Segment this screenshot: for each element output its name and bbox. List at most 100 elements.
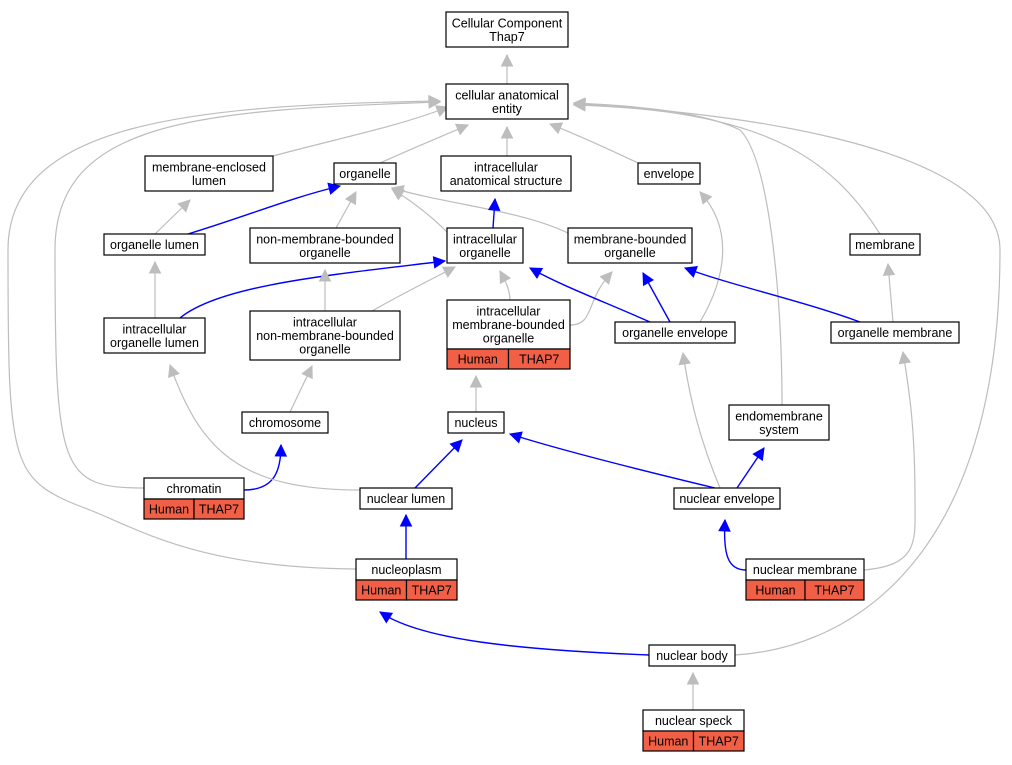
edge-arrowhead [508,431,523,444]
node-label-line: intracellular [293,316,357,330]
edge-nbody-to-nplasm [379,611,650,656]
node-box [447,411,505,434]
edge-line [699,191,724,323]
node-omem[interactable]: organelle membrane [830,321,960,344]
edge-arrowhead [718,518,731,532]
edge-nlum-to-nuc [414,439,463,489]
node-label-line: nuclear envelope [679,492,774,506]
edge-arrowhead [301,364,313,380]
node-orglum[interactable]: organelle lumen [103,233,206,256]
node-label-line: organelle [299,343,350,357]
node-nbody[interactable]: nuclear body [648,644,736,667]
edge-arrowhead [318,268,332,282]
edge-nplasm-to-cae [7,94,442,570]
node-label-line: anatomical structure [450,174,563,188]
edge-orglum-to-mel [154,199,191,235]
node-box [637,162,701,185]
gene-label: THAP7 [199,503,239,517]
edge-iol-to-io [179,256,447,319]
node-inmbo[interactable]: intracellularnon-membrane-boundedorganel… [249,310,401,361]
edge-org-to-cae [379,123,470,164]
node-label-line: organelle envelope [622,326,728,340]
edge-line [187,185,341,235]
gene-cell [692,730,745,752]
edge-line [371,266,456,312]
edge-arrowhead [432,256,447,269]
node-label-line: lumen [192,174,226,188]
gene-cell [193,498,245,520]
node-nuc[interactable]: nucleus [447,411,505,434]
edge-mel-to-cae [272,105,450,157]
node-nenv[interactable]: nuclear envelope [673,487,781,510]
node-imbo[interactable]: intracellularmembrane-boundedorganelleHu… [446,299,571,370]
edge-cae-to-cc [500,53,514,84]
node-label-line: organelle [299,246,350,260]
node-box [567,227,693,264]
node-label-line: organelle [483,332,534,346]
node-label-line: organelle membrane [838,326,953,340]
gene-label: THAP7 [519,353,559,367]
node-org[interactable]: organelle [333,162,397,185]
node-label-line: Cellular Component [452,16,563,30]
node-box [614,321,736,344]
edge-line [379,611,650,656]
edge-arrowhead [435,105,450,118]
node-box [103,317,206,354]
edge-arrowhead [599,271,613,285]
edge-line [54,101,441,489]
edge-arrowhead [529,267,544,280]
edge-arrowhead [548,122,564,135]
node-nlum[interactable]: nuclear lumen [359,487,453,510]
species-label: Human [648,735,688,749]
edge-line [243,444,282,491]
node-box [446,227,524,264]
edge-nenv-to-nuc [508,431,716,489]
node-chrom[interactable]: chromosome [241,411,329,434]
edge-arrowhead [500,53,514,67]
edge-omem-to-mbo [683,266,861,323]
species-label: Human [361,584,401,598]
edge-inmbo-to-nmbo [318,268,332,311]
edge-line [863,351,916,571]
node-label-line: chromosome [249,416,321,430]
node-box [830,321,960,344]
edge-line [169,364,361,491]
node-label-line: membrane-bounded [574,232,687,246]
node-box [728,404,830,441]
edge-io-to-ias [487,197,501,229]
edge-arrowhead [686,671,700,685]
node-label-line: organelle [339,167,390,181]
node-label-line: intracellular [474,160,538,174]
node-mem[interactable]: membrane [849,233,921,256]
node-env[interactable]: envelope [637,162,701,185]
node-box [103,233,206,256]
edge-arrowhead [469,374,483,388]
edge-arrowhead [449,439,463,453]
edge-arrowhead [379,611,394,624]
edge-arrowhead [168,363,180,378]
edge-arrowhead [390,185,405,198]
edge-orglum-to-org [187,182,342,235]
edge-mem-to-cae [572,99,881,235]
edge-iol-to-orglum [148,260,162,318]
node-label-line: membrane-bounded [452,318,565,332]
node-oenv[interactable]: organelle envelope [614,321,736,344]
node-label-line: non-membrane-bounded [256,232,394,246]
edge-arrowhead [344,191,357,206]
edge-arrowhead [177,199,191,213]
